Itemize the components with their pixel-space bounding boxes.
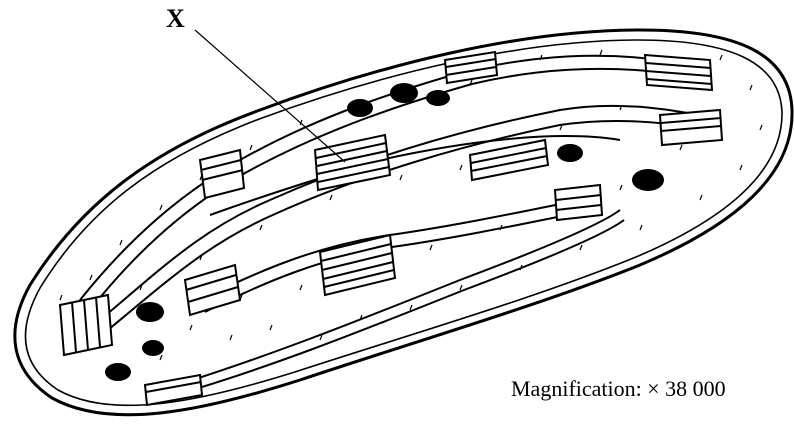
granum-stack <box>60 295 112 355</box>
granum-stack <box>660 110 722 145</box>
granum-stack <box>645 55 712 90</box>
magnification-label: Magnification: × 38 000 <box>511 376 726 402</box>
label-x: X <box>166 4 185 34</box>
granum-stack <box>555 185 602 220</box>
